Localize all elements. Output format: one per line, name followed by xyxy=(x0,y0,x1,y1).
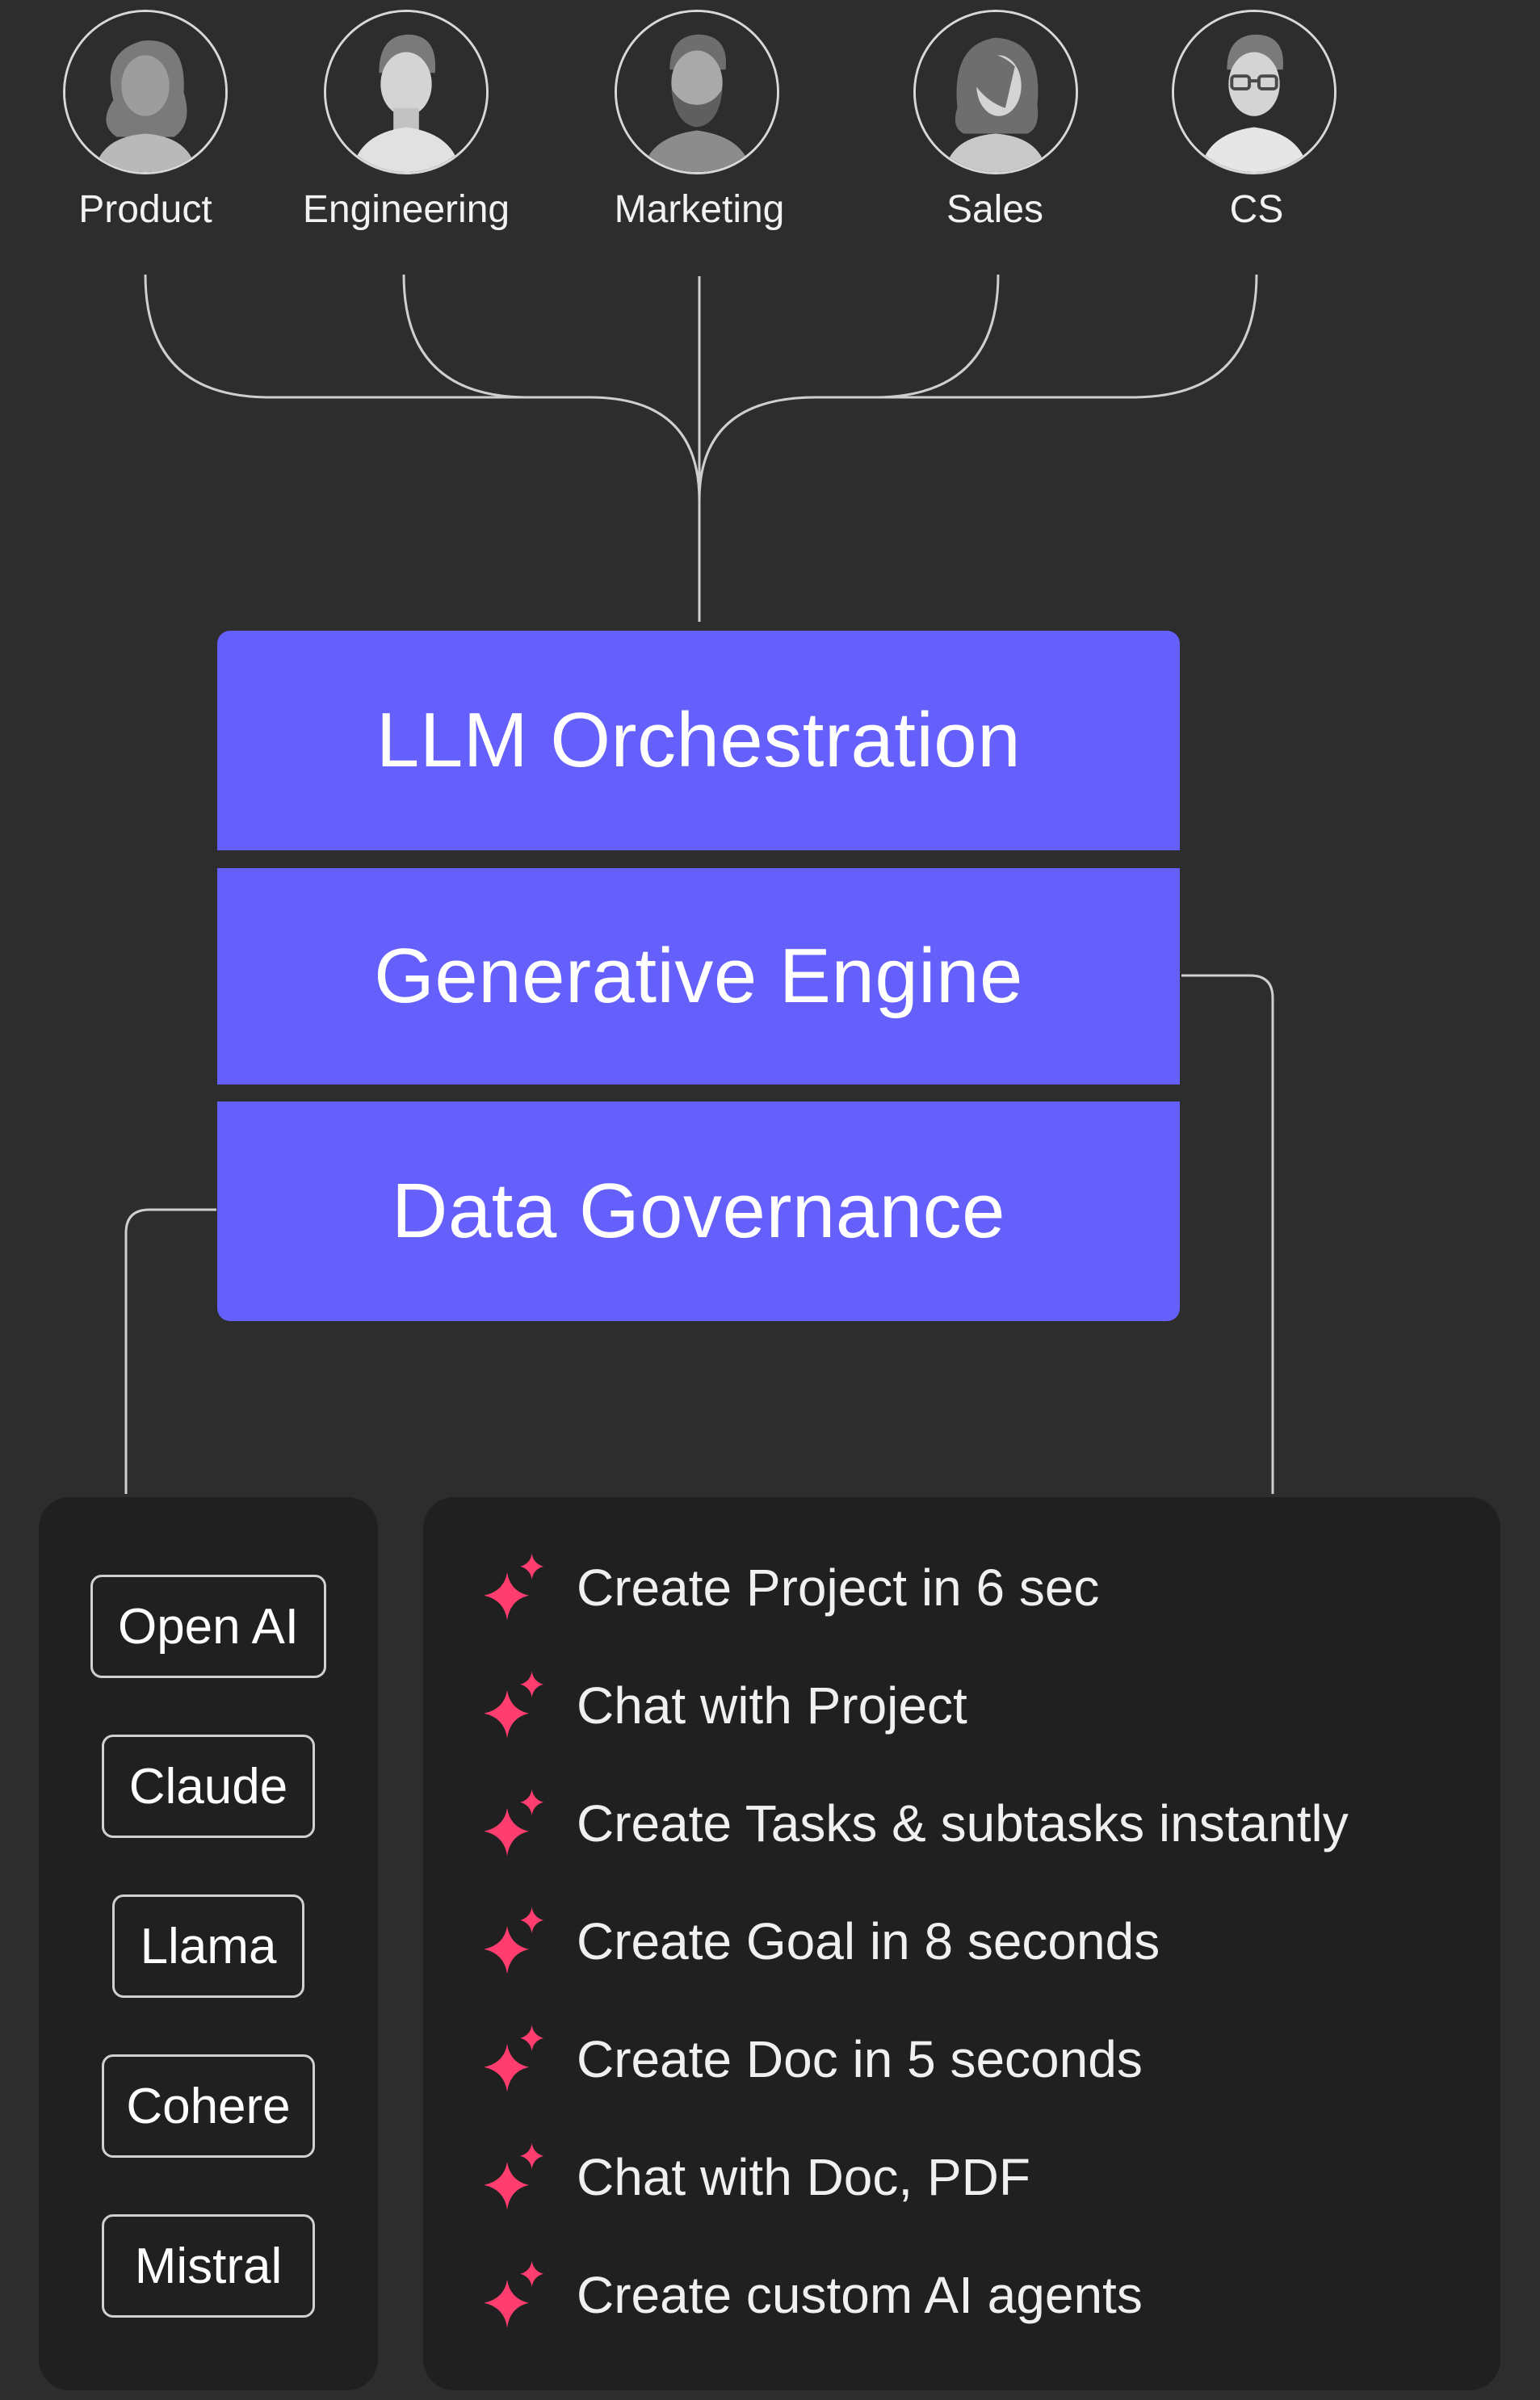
bearded-man-avatar-icon xyxy=(617,12,777,172)
feature-text: Create custom AI agents xyxy=(577,2266,1143,2324)
feature-text: Create Tasks & subtasks instantly xyxy=(577,1794,1349,1852)
feature-item: Chat with Project xyxy=(423,1660,1500,1749)
feature-item: Create Tasks & subtasks instantly xyxy=(423,1778,1500,1867)
connector-cs xyxy=(698,274,1258,501)
feature-text: Chat with Doc, PDF xyxy=(577,2148,1030,2206)
sparkle-icon xyxy=(484,2024,543,2092)
feature-item: Create Goal in 8 seconds xyxy=(423,1896,1500,1985)
avatar-marketing xyxy=(615,10,779,174)
team-label-marketing: Marketing xyxy=(614,188,785,231)
sparkle-icon xyxy=(484,2260,543,2328)
feature-item: Chat with Doc, PDF xyxy=(423,2132,1500,2221)
connector-product xyxy=(144,274,701,501)
man-with-glasses-avatar-icon xyxy=(1174,12,1334,172)
sparkle-icon xyxy=(484,1553,543,1621)
sparkle-icon xyxy=(484,1671,543,1739)
sparkle-icon xyxy=(484,2142,543,2210)
connector-engine-features xyxy=(1181,974,1274,1494)
avatar-product xyxy=(63,10,228,174)
feature-item: Create custom AI agents xyxy=(423,2250,1500,2339)
models-panel: Open AI Claude Llama Cohere Mistral xyxy=(39,1497,378,2390)
connector-governance-models xyxy=(124,1208,216,1494)
layer-llm-orchestration: LLM Orchestration xyxy=(217,631,1180,850)
feature-text: Create Goal in 8 seconds xyxy=(577,1912,1160,1970)
team-label-product: Product xyxy=(78,188,212,231)
team-label-engineering: Engineering xyxy=(302,188,510,231)
features-panel: Create Project in 6 sec Chat with Projec… xyxy=(423,1497,1500,2390)
avatar-engineering xyxy=(324,10,489,174)
model-chip-llama: Llama xyxy=(112,1894,304,1998)
layer-data-governance: Data Governance xyxy=(217,1101,1180,1321)
feature-item: Create Doc in 5 seconds xyxy=(423,2014,1500,2103)
layer-generative-engine: Generative Engine xyxy=(217,868,1180,1085)
sparkle-icon xyxy=(484,1789,543,1857)
model-chip-mistral: Mistral xyxy=(102,2214,315,2318)
connector-sales xyxy=(816,274,1000,399)
sparkle-icon xyxy=(484,1907,543,1974)
team-label-sales: Sales xyxy=(946,188,1044,231)
avatar-sales xyxy=(913,10,1078,174)
feature-text: Chat with Project xyxy=(577,1676,967,1735)
team-label-cs: CS xyxy=(1229,188,1284,231)
model-chip-cohere: Cohere xyxy=(102,2054,315,2158)
woman-avatar-icon xyxy=(65,12,225,172)
connector-engineering xyxy=(402,274,590,399)
model-chip-claude: Claude xyxy=(102,1735,315,1838)
avatar-cs xyxy=(1172,10,1336,174)
feature-text: Create Doc in 5 seconds xyxy=(577,2030,1143,2088)
woman-avatar-icon xyxy=(916,12,1076,172)
man-avatar-icon xyxy=(326,12,486,172)
feature-item: Create Project in 6 sec xyxy=(423,1542,1500,1631)
feature-text: Create Project in 6 sec xyxy=(577,1559,1100,1617)
model-chip-open-ai: Open AI xyxy=(90,1575,326,1678)
